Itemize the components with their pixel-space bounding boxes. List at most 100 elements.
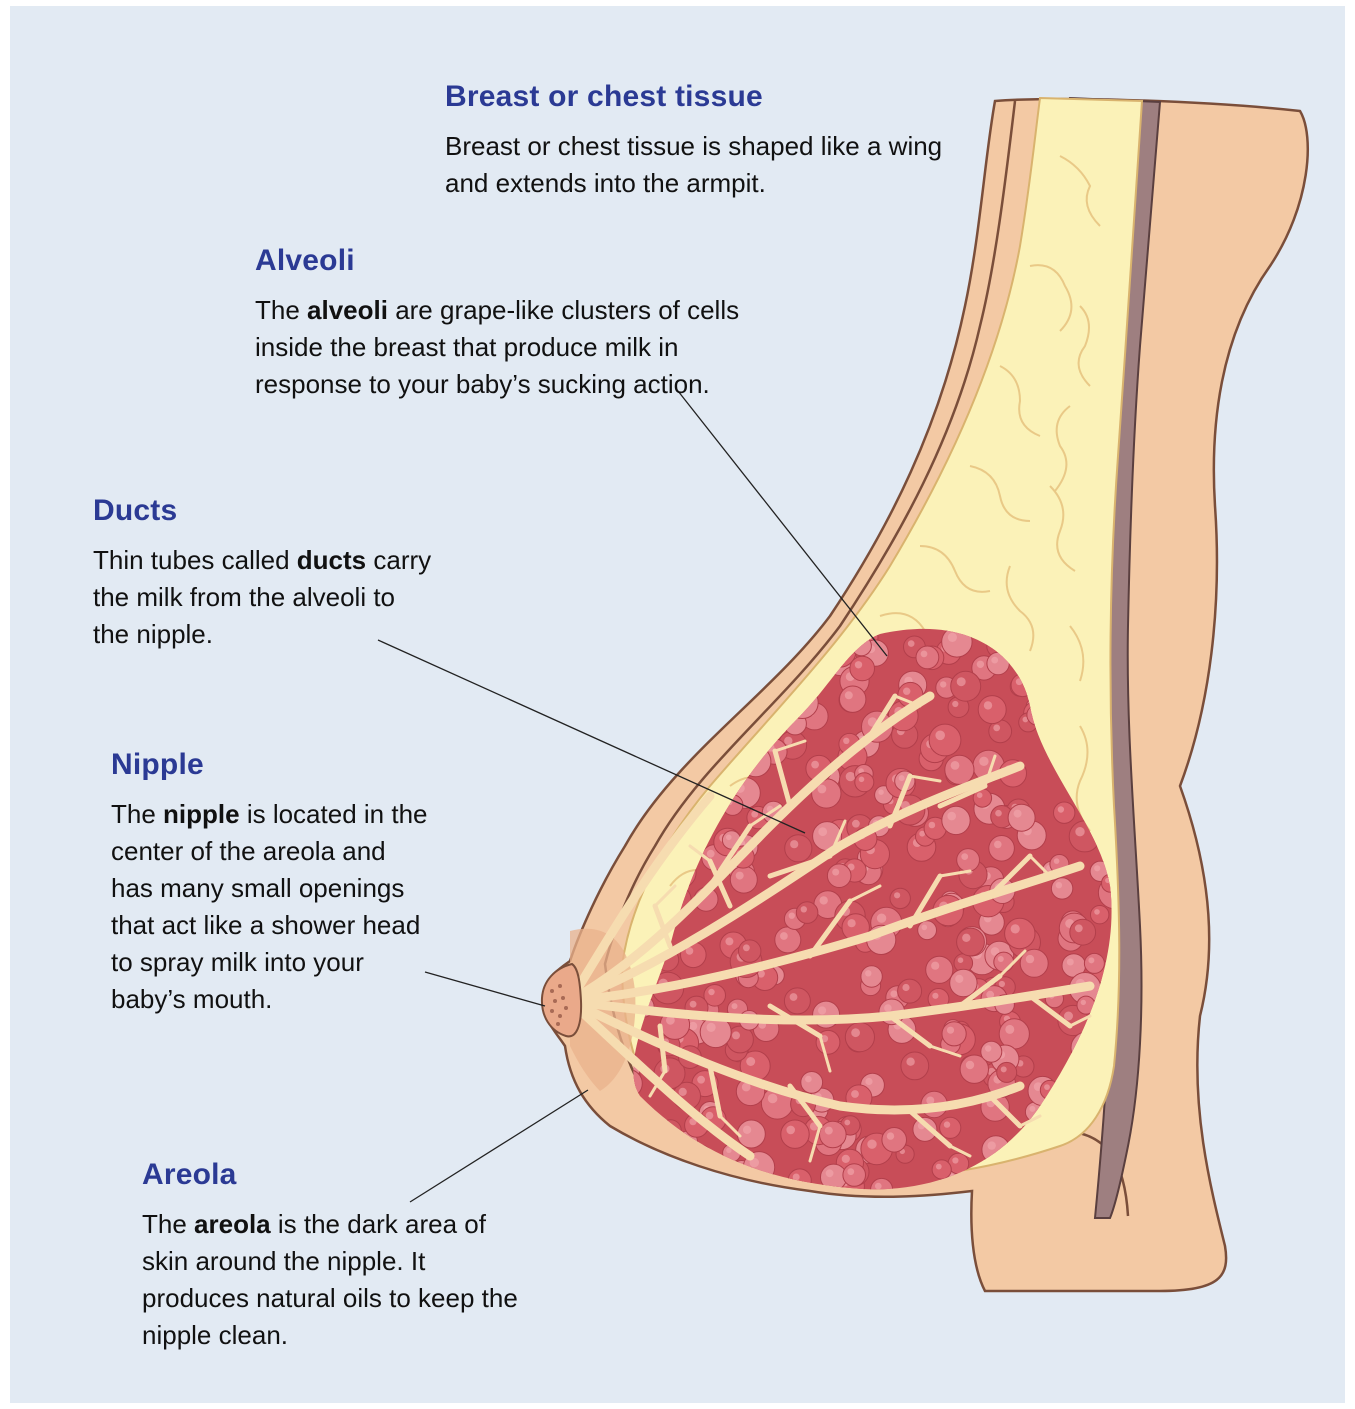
alveolus-highlight xyxy=(664,635,673,644)
alveolus-highlight xyxy=(1094,909,1100,915)
alveolus xyxy=(606,727,637,758)
alveolus-highlight xyxy=(683,699,688,704)
alveolus xyxy=(827,864,851,888)
alveolus-highlight xyxy=(726,835,732,841)
alveolus-highlight xyxy=(1067,959,1074,966)
alveolus-highlight xyxy=(932,993,938,999)
alveolus-highlight xyxy=(655,697,662,704)
alveolus xyxy=(850,656,875,681)
alveolus-highlight xyxy=(985,1045,991,1051)
alveolus xyxy=(882,1128,907,1153)
alveolus-highlight xyxy=(952,701,958,707)
alveolus xyxy=(662,605,682,625)
alveolus-highlight xyxy=(846,772,855,781)
alveolus-highlight xyxy=(1026,955,1034,963)
alveolus-highlight xyxy=(666,609,672,615)
alveolus xyxy=(737,1120,765,1148)
alveolus xyxy=(1008,804,1035,831)
alveolus-highlight xyxy=(684,744,692,752)
alveolus-highlight xyxy=(805,1076,812,1083)
alveolus xyxy=(730,866,757,893)
alveolus xyxy=(981,1041,1002,1062)
alveolus xyxy=(689,593,719,623)
alveolus xyxy=(608,715,635,742)
alveolus-highlight xyxy=(890,990,897,997)
alveolus xyxy=(775,927,801,953)
alveolus xyxy=(855,773,874,792)
alveolus-highlight xyxy=(697,1076,705,1084)
alveolus-highlight xyxy=(906,1058,914,1066)
alveolus-highlight xyxy=(636,1160,645,1169)
text-breast-tissue: Breast or chest tissue is shaped like a … xyxy=(445,128,965,202)
alveolus-highlight xyxy=(708,989,714,995)
alveolus xyxy=(629,1154,661,1186)
alveolus xyxy=(916,646,939,669)
heading-alveoli: Alveoli xyxy=(255,244,765,278)
alveolus-highlight xyxy=(852,820,860,828)
alveolus xyxy=(653,722,673,742)
alveolus xyxy=(702,630,723,651)
alveolus xyxy=(623,611,655,643)
alveolus-highlight xyxy=(786,1126,795,1135)
alveolus-highlight xyxy=(848,919,856,927)
alveolus-highlight xyxy=(998,956,1004,962)
alveolus-highlight xyxy=(790,993,798,1001)
alveolus-highlight xyxy=(818,827,827,836)
alveolus xyxy=(926,956,953,983)
alveolus-highlight xyxy=(808,604,814,610)
alveolus-highlight xyxy=(707,850,715,858)
alveolus xyxy=(843,1164,866,1187)
alveolus-highlight xyxy=(818,785,827,794)
alveolus xyxy=(1084,953,1104,973)
alveolus-highlight xyxy=(650,733,656,739)
alveolus xyxy=(620,800,640,820)
alveolus-highlight xyxy=(994,841,1002,849)
alveolus-highlight xyxy=(908,640,915,647)
alveolus xyxy=(978,696,1006,724)
alveolus-highlight xyxy=(755,599,762,606)
alveolus-highlight xyxy=(623,709,630,716)
alveolus xyxy=(796,902,818,924)
label-alveoli: Alveoli The alveoli are grape-like clust… xyxy=(255,244,765,403)
label-areola: Areola The areola is the dark area of sk… xyxy=(142,1158,522,1354)
alveolus-highlight xyxy=(818,1006,826,1014)
alveolus-highlight xyxy=(726,1148,731,1153)
alveolus xyxy=(1091,906,1109,924)
alveolus-highlight xyxy=(851,1028,860,1037)
alveolus-highlight xyxy=(743,944,750,951)
alveolus xyxy=(901,1052,929,1080)
alveolus xyxy=(648,606,674,632)
alveolus-highlight xyxy=(627,727,634,734)
alveolus xyxy=(765,636,784,655)
alveolus xyxy=(957,849,980,872)
alveolus-highlight xyxy=(612,733,621,742)
heading-areola: Areola xyxy=(142,1158,522,1192)
alveolus-highlight xyxy=(1044,1084,1050,1090)
alveolus xyxy=(698,638,718,658)
alveolus-highlight xyxy=(620,753,629,762)
alveolus xyxy=(679,696,697,714)
alveolus-highlight xyxy=(653,611,661,619)
alveolus-highlight xyxy=(672,751,679,758)
alveolus-highlight xyxy=(742,609,751,618)
alveolus-highlight xyxy=(931,962,939,970)
alveolus xyxy=(898,979,922,1003)
alveolus-highlight xyxy=(884,1004,892,1012)
alveolus xyxy=(646,729,666,749)
alveolus-highlight xyxy=(921,651,928,658)
alveolus xyxy=(845,1023,874,1052)
alveolus-highlight xyxy=(736,872,744,880)
alveolus-highlight xyxy=(666,721,675,730)
heading-breast-tissue: Breast or chest tissue xyxy=(445,80,965,114)
alveolus-highlight xyxy=(948,633,957,642)
alveolus-highlight xyxy=(652,666,658,672)
alveolus-highlight xyxy=(624,804,630,810)
alveolus xyxy=(658,629,687,658)
alveolus-highlight xyxy=(1075,924,1083,932)
alveolus-highlight xyxy=(649,601,657,609)
alveolus-highlight xyxy=(865,1078,872,1085)
alveolus-highlight xyxy=(629,618,639,628)
alveolus-highlight xyxy=(738,688,745,695)
alveolus-highlight xyxy=(780,617,786,623)
alveolus xyxy=(997,1062,1017,1082)
